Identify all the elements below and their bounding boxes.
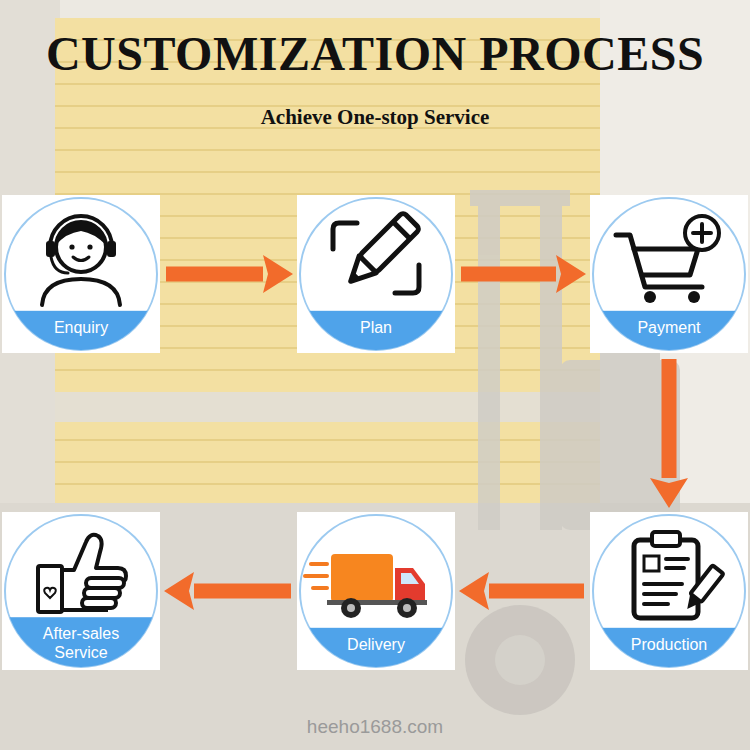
process-circle: Enquiry <box>2 195 160 353</box>
flow-arrow <box>489 584 584 599</box>
process-icon <box>42 216 120 305</box>
step-label: Plan <box>320 319 432 337</box>
process-icon <box>38 535 126 612</box>
flow-arrow <box>461 267 556 282</box>
flow-arrow <box>662 359 677 478</box>
process-icon <box>634 532 724 618</box>
label-band <box>297 311 455 353</box>
diagram-title: CUSTOMIZATION PROCESS <box>0 28 750 81</box>
subtitle: Achieve One-stop Service <box>0 105 750 130</box>
label-band <box>590 628 748 670</box>
process-circle: After-sales Service <box>2 512 160 670</box>
label-band <box>297 628 455 670</box>
step-label: Payment <box>613 319 725 337</box>
label-band <box>590 311 748 353</box>
process-circle: Payment <box>590 195 748 353</box>
process-circle: Delivery <box>297 512 455 670</box>
watermark: heeho1688.com <box>0 716 750 739</box>
process-icon <box>333 212 420 293</box>
process-circle: Plan <box>297 195 455 353</box>
process-icon <box>616 216 719 303</box>
step-label: Delivery <box>320 636 432 654</box>
step-label: Enquiry <box>25 319 137 337</box>
flow-arrow <box>194 584 291 599</box>
step-label: After-sales Service <box>25 625 137 662</box>
process-circle: Production <box>590 512 748 670</box>
label-band <box>2 311 160 353</box>
step-label: Production <box>613 636 725 654</box>
process-icon <box>305 554 427 618</box>
flow-arrow <box>166 267 263 282</box>
label-band <box>2 617 160 670</box>
